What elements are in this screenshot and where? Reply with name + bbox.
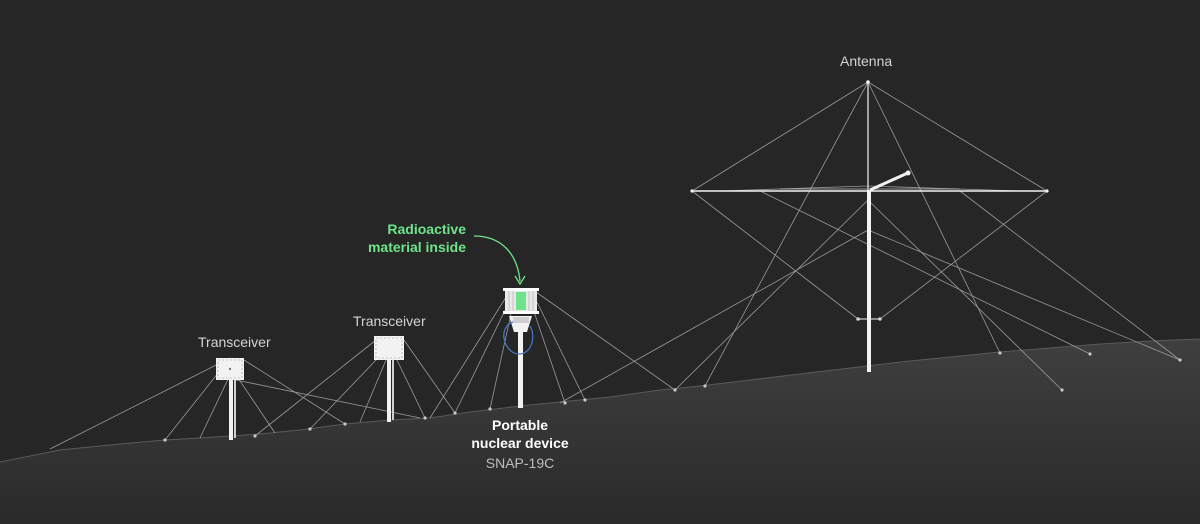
nuclear-device-label: Portable nuclear device: [450, 416, 590, 452]
radioactive-pointer-arrow: [473, 235, 521, 282]
transceiver-right-label: Transceiver: [353, 313, 426, 329]
radioactive-label-line2: material inside: [367, 239, 466, 255]
cable-loop: [503, 321, 534, 355]
radioactive-material-label: Radioactive material inside: [352, 220, 466, 256]
device-model-label: SNAP-19C: [485, 455, 555, 471]
anchor-points: [163, 317, 1182, 442]
guy-wires: [49, 81, 1181, 450]
transceiver-right: [374, 336, 404, 422]
device-label-line2: nuclear device: [471, 435, 569, 451]
device-label-line1: Portable: [491, 417, 548, 433]
arrow-head: [514, 275, 526, 286]
antenna-label: Antenna: [840, 53, 893, 69]
nuclear-device: [503, 288, 539, 408]
transceiver-left-label: Transceiver: [198, 334, 271, 350]
hillside-ground: [0, 339, 1200, 524]
antenna-structure: [690, 80, 1049, 372]
radioactive-core: [516, 292, 526, 310]
radioactive-label-line1: Radioactive: [387, 221, 466, 237]
transceiver-left: [216, 358, 244, 440]
